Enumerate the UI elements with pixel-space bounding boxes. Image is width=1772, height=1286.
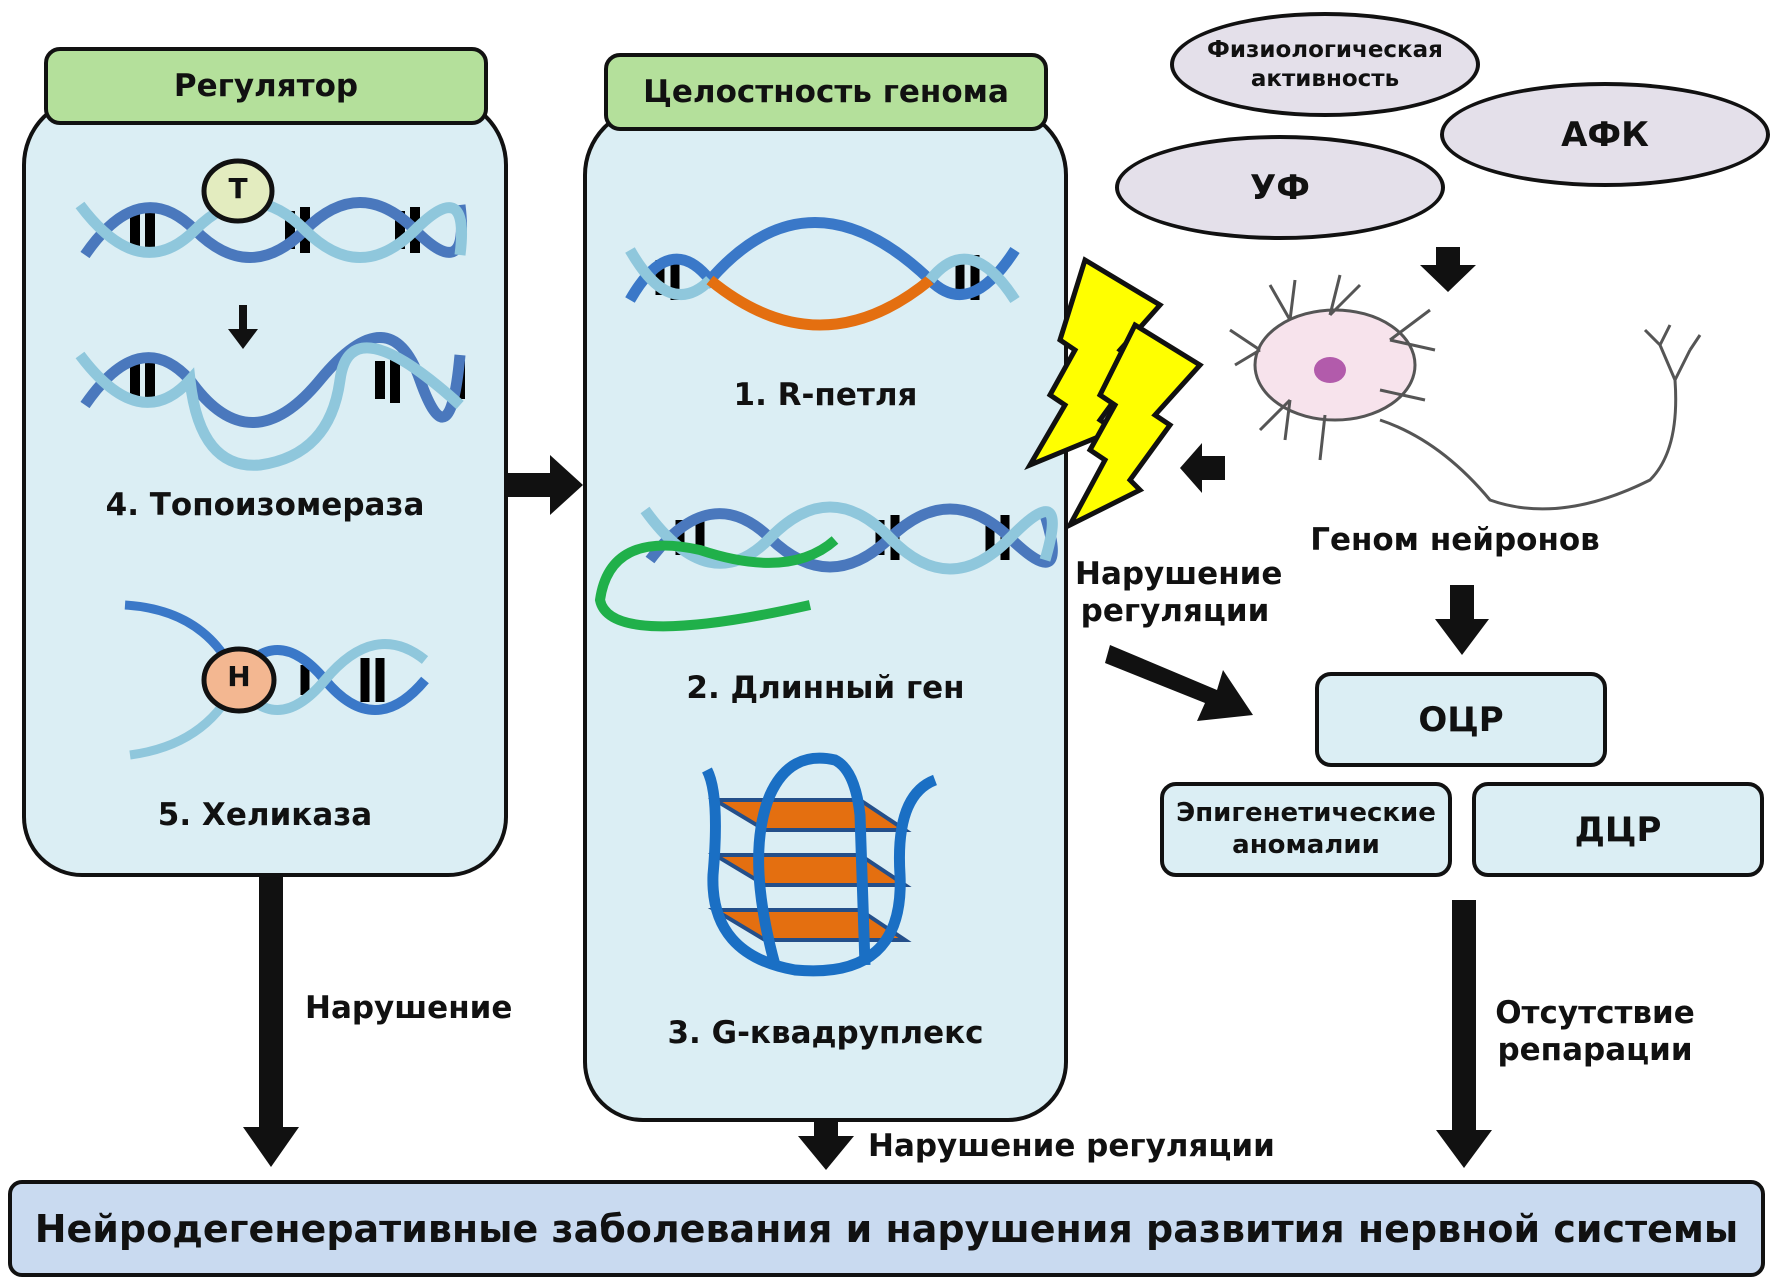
- down-arrow-icon: [228, 305, 258, 349]
- r-loop-label: 1. R-петля: [733, 377, 918, 413]
- outcome-box: Нейродегенеративные заболевания и наруше…: [8, 1180, 1765, 1277]
- helicase-label: 5. Хеликаза: [157, 797, 373, 833]
- topoisomerase-badge-icon: [201, 158, 275, 224]
- physiological-activity-oval: Физиологическая активность: [1170, 12, 1480, 117]
- ssb-box: ОЦР: [1315, 672, 1607, 767]
- regulator-title: Регулятор: [44, 47, 488, 125]
- diagonal-arrow-icon: [1105, 645, 1253, 721]
- epigenetic-box: Эпигенетические аномалии: [1160, 782, 1452, 877]
- topoisomerase-label: 4. Топоизомераза: [105, 487, 425, 523]
- neuron-icon: [1229, 274, 1702, 511]
- disruption-label: Нарушение: [305, 990, 513, 1026]
- down-arrow-icon: [243, 877, 299, 1167]
- g-quadruplex-icon: [701, 752, 938, 977]
- genome-integrity-title: Целостность генома: [604, 53, 1048, 131]
- down-arrow-icon: [1436, 900, 1492, 1168]
- ros-oval: АФК: [1440, 82, 1770, 187]
- topoisomerase-badge: T: [228, 172, 248, 205]
- helicase-badge: H: [227, 660, 251, 693]
- dysregulation-bottom-label: Нарушение регуляции: [868, 1128, 1275, 1164]
- g-quadruplex-label: 3. G-квадруплекс: [667, 1015, 984, 1051]
- dsb-box: ДЦР: [1472, 782, 1764, 877]
- left-arrow-icon: [1180, 443, 1225, 493]
- helicase-badge-icon: [201, 646, 277, 714]
- uv-oval: УФ: [1115, 135, 1445, 240]
- long-gene-label: 2. Длинный ген: [686, 670, 965, 706]
- lightning-icon: [1024, 256, 1204, 531]
- long-gene-icon: [594, 501, 1058, 632]
- dysregulation-right-label: Нарушение регуляции: [1075, 556, 1283, 630]
- dna-cut-icon: [75, 332, 466, 471]
- helicase-dna-icon: [124, 600, 429, 760]
- neuron-genome-label: Геном нейронов: [1310, 522, 1600, 558]
- down-arrow-icon: [798, 1120, 854, 1170]
- right-arrow-icon: [508, 455, 583, 515]
- no-repair-label: Отсутствие репарации: [1495, 995, 1695, 1069]
- down-arrow-icon: [1420, 247, 1476, 292]
- dna-helix-icon: [75, 197, 468, 263]
- down-arrow-icon: [1435, 585, 1489, 655]
- r-loop-icon: [625, 217, 1020, 331]
